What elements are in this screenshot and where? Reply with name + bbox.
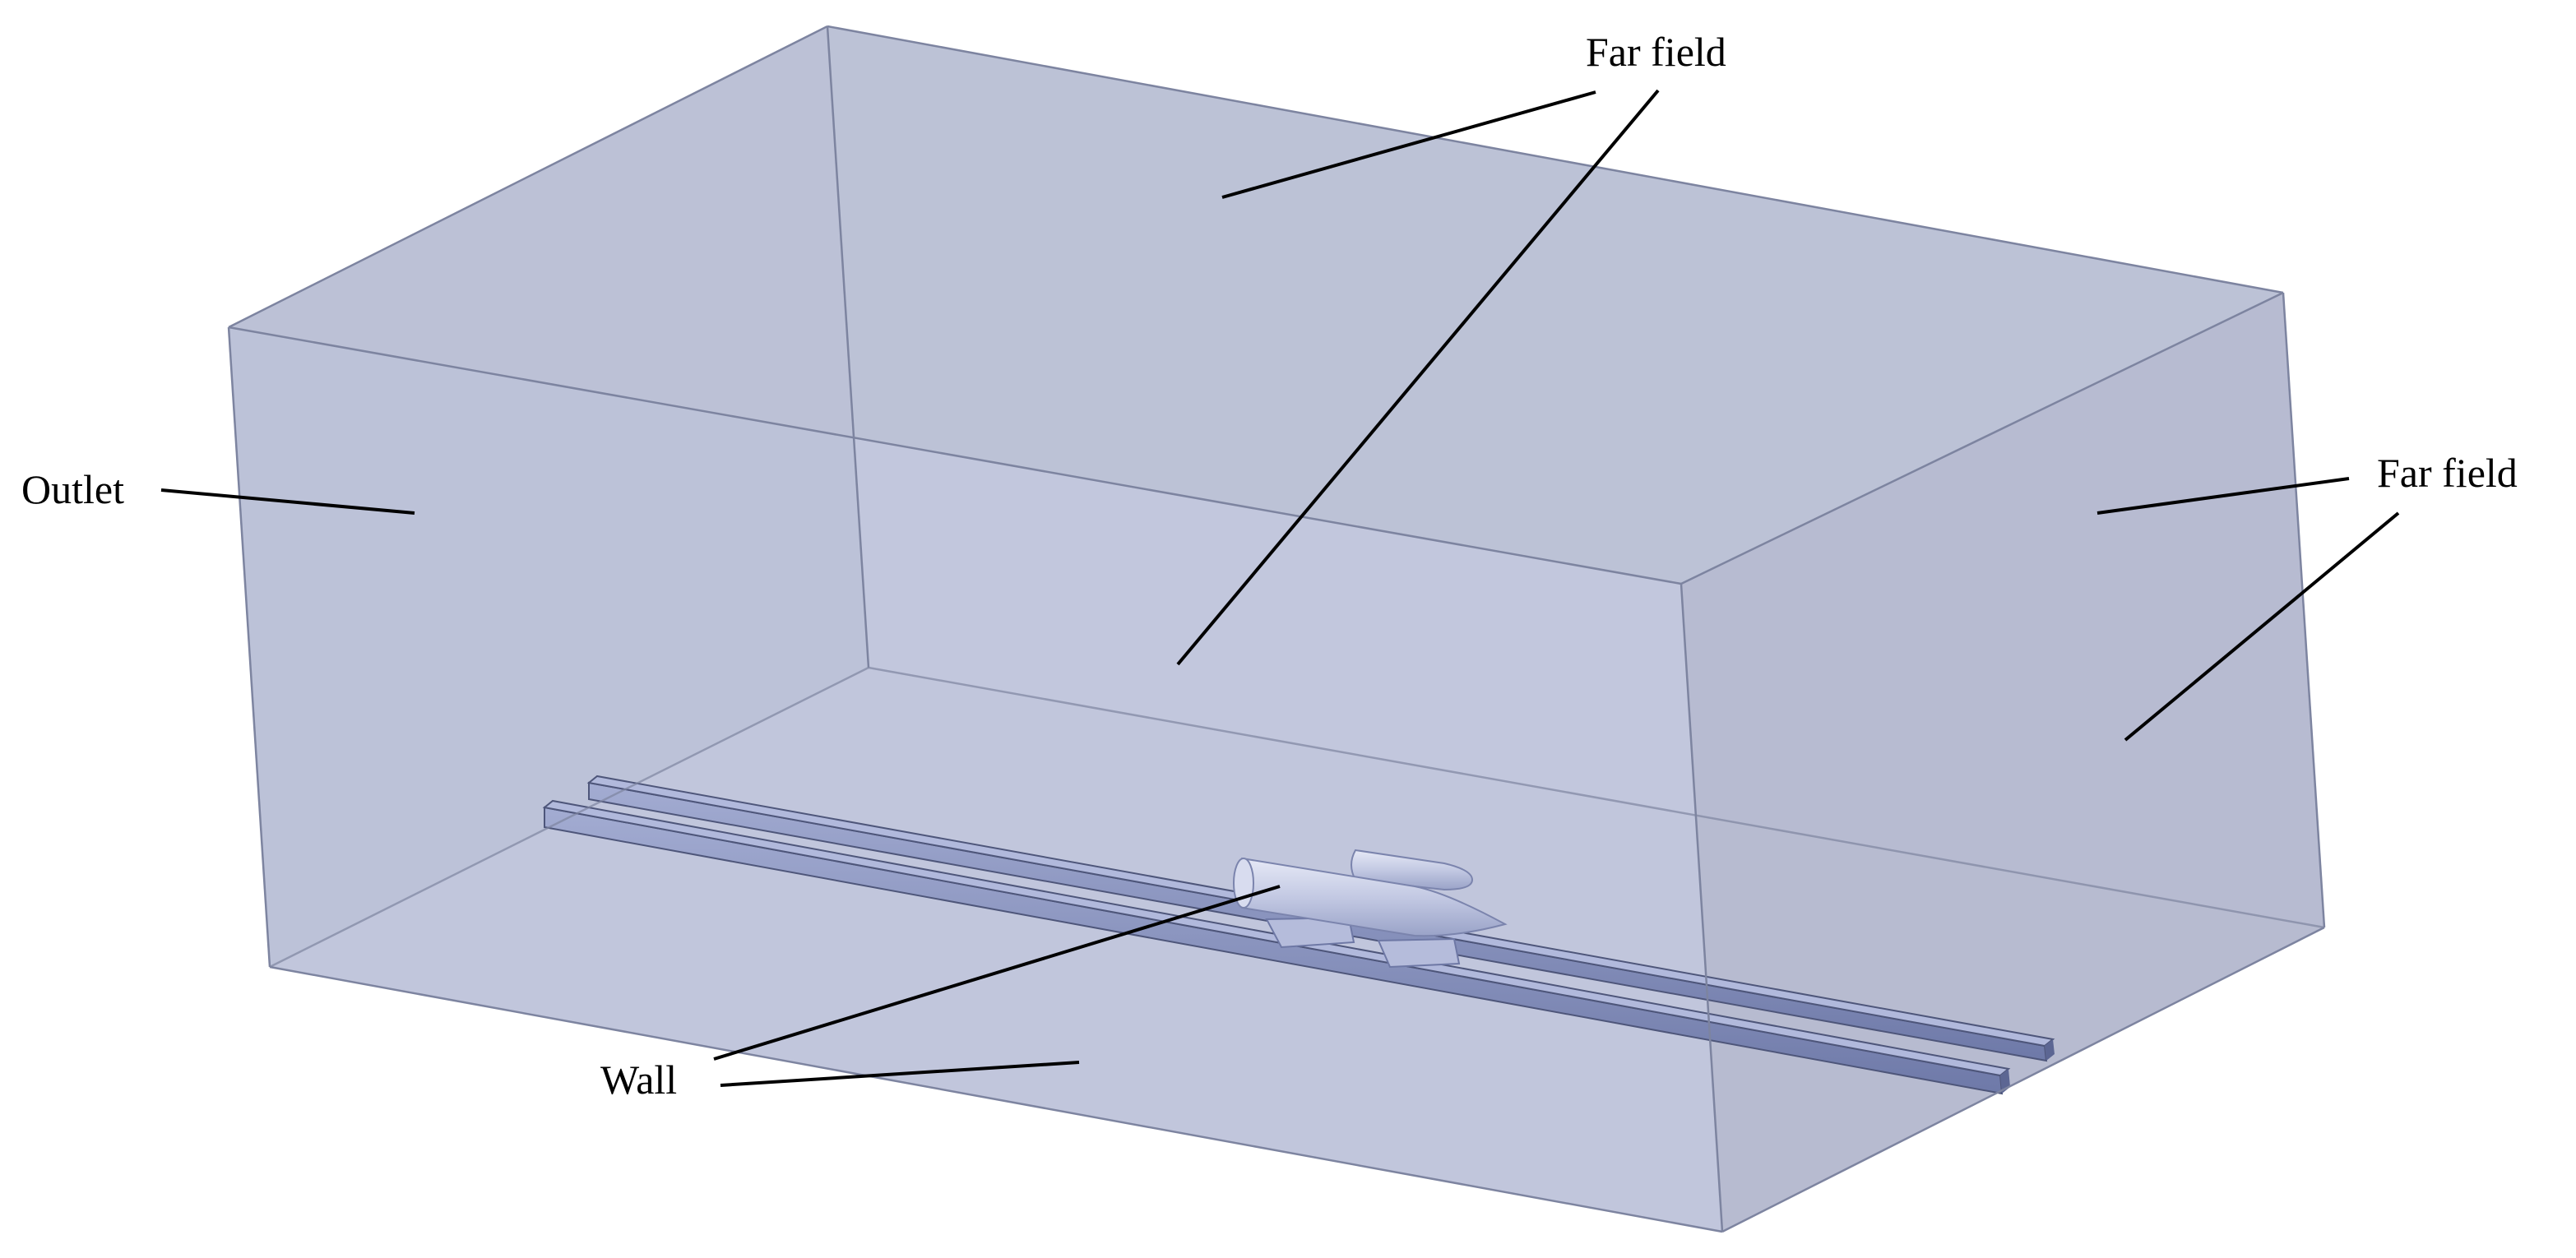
upper-pod: [1351, 849, 1474, 891]
leader-wall-2: [720, 1061, 1080, 1087]
top-face: [229, 26, 2283, 584]
box-edges: [227, 25, 2326, 1233]
leader-far-field-right-1: [2096, 477, 2350, 515]
leader-wall-1: [713, 885, 1281, 1061]
leader-lines: [160, 89, 2400, 1087]
right-face: [1681, 293, 2324, 1232]
labels: Far field Far field Outlet Wall: [21, 29, 2518, 1103]
leader-far-field-top-2: [1176, 89, 1660, 666]
label-far-field-right: Far field: [2377, 450, 2518, 496]
outlet-face: [229, 327, 1722, 1232]
leader-far-field-right-2: [2124, 511, 2400, 742]
leader-far-field-top-1: [1221, 90, 1596, 199]
label-outlet: Outlet: [21, 466, 124, 512]
domain-box: [229, 26, 2324, 1232]
leader-outlet: [160, 488, 415, 515]
label-wall: Wall: [600, 1057, 677, 1103]
vehicle-model: [1233, 849, 1508, 969]
label-far-field-top: Far field: [1586, 29, 1726, 75]
bogie-front: [1377, 937, 1461, 969]
